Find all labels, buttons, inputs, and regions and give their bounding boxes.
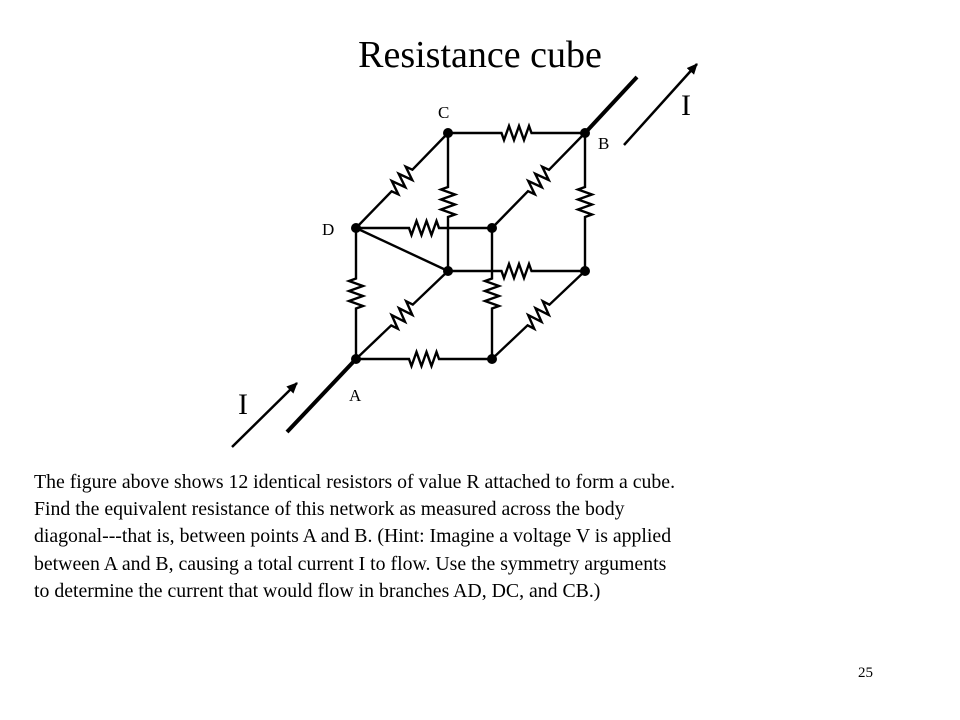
resistor-AH xyxy=(355,270,449,360)
problem-text: The figure above shows 12 identical resi… xyxy=(34,471,676,602)
resistor-FB xyxy=(491,132,586,229)
node-label-c: C xyxy=(438,103,449,122)
node-label-b: B xyxy=(598,134,609,153)
cube-nodes xyxy=(351,128,590,364)
resistor-DC xyxy=(355,132,449,229)
current-label-bottom: I xyxy=(238,388,248,421)
node-label-d: D xyxy=(322,220,334,239)
node-G xyxy=(580,266,590,276)
node-F xyxy=(487,223,497,233)
resistor-BG xyxy=(574,133,596,271)
resistance-cube-diagram: C B D A I I xyxy=(231,63,698,448)
resistor-DF xyxy=(356,217,492,239)
cube-edges xyxy=(345,122,596,370)
wire-DH xyxy=(355,226,449,273)
resistor-AE xyxy=(356,348,492,370)
resistor-CH xyxy=(437,133,459,271)
page-number: 25 xyxy=(858,665,873,681)
node-label-a: A xyxy=(349,386,362,405)
node-H xyxy=(443,266,453,276)
current-label-top: I xyxy=(681,89,691,122)
node-B xyxy=(580,128,590,138)
current-arrow-bottom xyxy=(231,382,298,448)
node-E xyxy=(487,354,497,364)
resistor-CB xyxy=(448,122,585,144)
current-arrow-top xyxy=(623,63,698,146)
node-A xyxy=(351,354,361,364)
lead-wire-top xyxy=(583,75,639,135)
resistor-HG xyxy=(448,260,585,282)
resistor-EG xyxy=(491,270,586,360)
slide-title: Resistance cube xyxy=(358,34,602,76)
node-D xyxy=(351,223,361,233)
lead-wire-bottom xyxy=(285,357,358,434)
resistor-DA xyxy=(345,228,367,359)
node-C xyxy=(443,128,453,138)
resistor-FE xyxy=(481,228,503,359)
